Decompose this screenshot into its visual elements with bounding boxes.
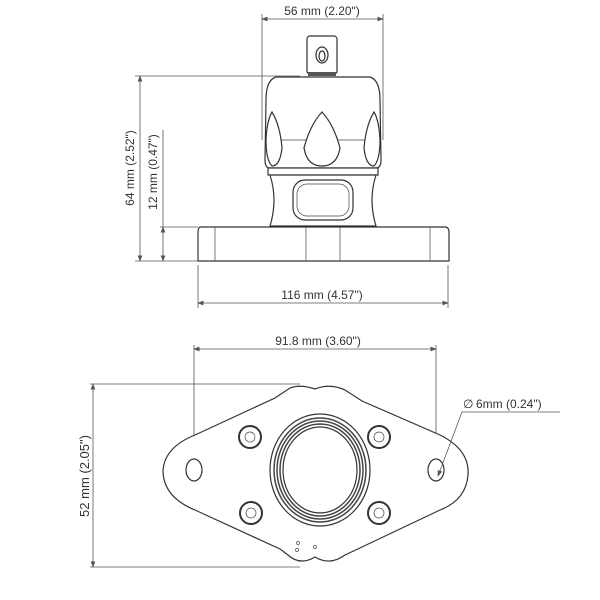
dimension-label: 6mm (0.24") (476, 397, 542, 411)
dimension-total-height: 64 mm (2.52") (123, 75, 300, 262)
dimension-base-width: 116 mm (4.57") (197, 265, 449, 308)
dimension-label: 12 mm (0.47") (146, 134, 160, 210)
dimension-label: 64 mm (2.52") (123, 130, 137, 206)
mounting-hole-left (185, 458, 203, 482)
mounting-hole-right (427, 458, 445, 482)
diameter-symbol: ∅ (463, 397, 473, 411)
dimension-top-width: 56 mm (2.20") (261, 4, 384, 140)
mounting-plate (162, 385, 469, 562)
dimension-label: 91.8 mm (3.60") (275, 334, 361, 348)
base-plate-side (197, 226, 450, 262)
bottom-view: 91.8 mm (3.60") 52 mm (2.05") (77, 334, 560, 568)
side-view: 56 mm (2.20") (123, 4, 450, 308)
top-knob (306, 35, 338, 76)
dimension-label: 116 mm (4.57") (281, 288, 362, 302)
dimension-label: 52 mm (2.05") (77, 435, 92, 517)
dimension-plate-height: 52 mm (2.05") (77, 383, 300, 568)
dimension-label: 56 mm (2.20") (284, 4, 360, 18)
dimension-hole-diameter: ∅ 6mm (0.24") (437, 397, 560, 477)
screw-holes (238, 425, 391, 525)
crown-body (264, 76, 382, 227)
dimension-base-height: 12 mm (0.47") (146, 130, 198, 262)
